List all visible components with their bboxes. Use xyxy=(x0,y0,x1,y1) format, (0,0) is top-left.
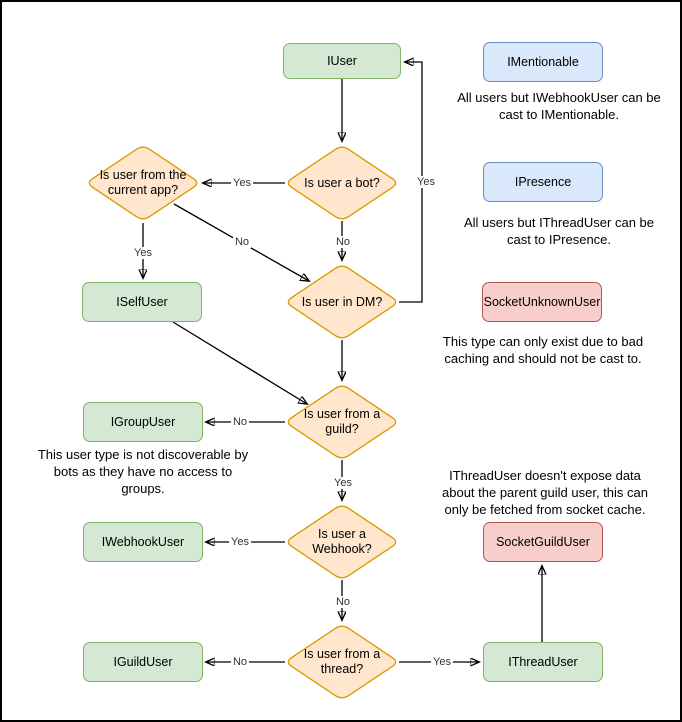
node-imentionable-label: IMentionable xyxy=(507,55,579,69)
edge-label-webhook-no: No xyxy=(333,596,353,608)
node-iguilduser-label: IGuildUser xyxy=(113,655,173,669)
node-socketguilduser: SocketGuildUser xyxy=(483,522,603,562)
edge-label-dm-yes: Yes xyxy=(415,176,437,188)
node-iwebhookuser-label: IWebhookUser xyxy=(101,535,185,549)
decision-is-user-a-bot: Is user a bot? xyxy=(285,145,399,221)
decision-from-current-app: Is user from the current app? xyxy=(86,145,200,221)
node-igroupuser: IGroupUser xyxy=(83,402,203,442)
edge-iselfuser-to-fromguild xyxy=(172,321,307,404)
node-iwebhookuser: IWebhookUser xyxy=(83,522,203,562)
edge-label-webhook-yes: Yes xyxy=(229,536,251,548)
node-iselfuser-label: ISelfUser xyxy=(116,295,168,309)
edge-label-thread-yes: Yes xyxy=(431,656,453,668)
node-socketunknownuser: SocketUnknownUser xyxy=(482,282,602,322)
node-ipresence-label: IPresence xyxy=(514,175,572,189)
node-iuser-label: IUser xyxy=(327,54,357,68)
edge-label-guild-yes: Yes xyxy=(332,477,354,489)
node-imentionable: IMentionable xyxy=(483,42,603,82)
decision-is-user-a-bot-label: Is user a bot? xyxy=(304,175,380,190)
decision-from-current-app-label: Is user from the current app? xyxy=(99,168,187,197)
decision-from-thread-label: Is user from a thread? xyxy=(303,647,381,676)
edge-label-bot-no: No xyxy=(333,236,353,248)
decision-from-guild: Is user from a guild? xyxy=(285,384,399,460)
edge-label-thread-no: No xyxy=(230,656,250,668)
edge-label-bot-yes: Yes xyxy=(231,177,253,189)
diamond-shape xyxy=(287,146,397,220)
decision-from-guild-label: Is user from a guild? xyxy=(303,407,381,436)
node-ipresence: IPresence xyxy=(483,162,603,202)
note-socketunknownuser: This type can only exist due to bad cach… xyxy=(442,334,644,366)
edge-label-app-yes: Yes xyxy=(132,247,154,259)
node-iuser: IUser xyxy=(283,43,401,79)
diamond-shape xyxy=(287,505,397,579)
node-ithreaduser-label: IThreadUser xyxy=(508,655,578,669)
edge-label-guild-no: No xyxy=(230,416,250,428)
node-iselfuser: ISelfUser xyxy=(82,282,202,322)
note-ithreaduser: IThreadUser doesn't expose data about th… xyxy=(442,468,648,517)
diamond-shape xyxy=(88,146,198,220)
node-igroupuser-label: IGroupUser xyxy=(110,415,176,429)
diamond-shape xyxy=(287,385,397,459)
edge-label-app-no: No xyxy=(232,236,252,248)
decision-is-user-in-dm: Is user in DM? xyxy=(285,264,399,340)
decision-is-webhook-label: Is user a Webhook? xyxy=(312,527,372,556)
note-imentionable: All users but IWebhookUser can be cast t… xyxy=(457,90,661,122)
diamond-shape xyxy=(287,625,397,699)
node-socketguilduser-label: SocketGuildUser xyxy=(496,535,590,549)
diamond-shape xyxy=(287,265,397,339)
decision-is-webhook: Is user a Webhook? xyxy=(285,504,399,580)
decision-is-user-in-dm-label: Is user in DM? xyxy=(301,294,383,309)
node-socketunknownuser-label: SocketUnknownUser xyxy=(483,295,601,309)
decision-from-thread: Is user from a thread? xyxy=(285,624,399,700)
node-ithreaduser: IThreadUser xyxy=(483,642,603,682)
node-iguilduser: IGuildUser xyxy=(83,642,203,682)
note-igroupuser: This user type is not discoverable by bo… xyxy=(37,447,249,496)
note-ipresence: All users but IThreadUser can be cast to… xyxy=(463,215,655,247)
